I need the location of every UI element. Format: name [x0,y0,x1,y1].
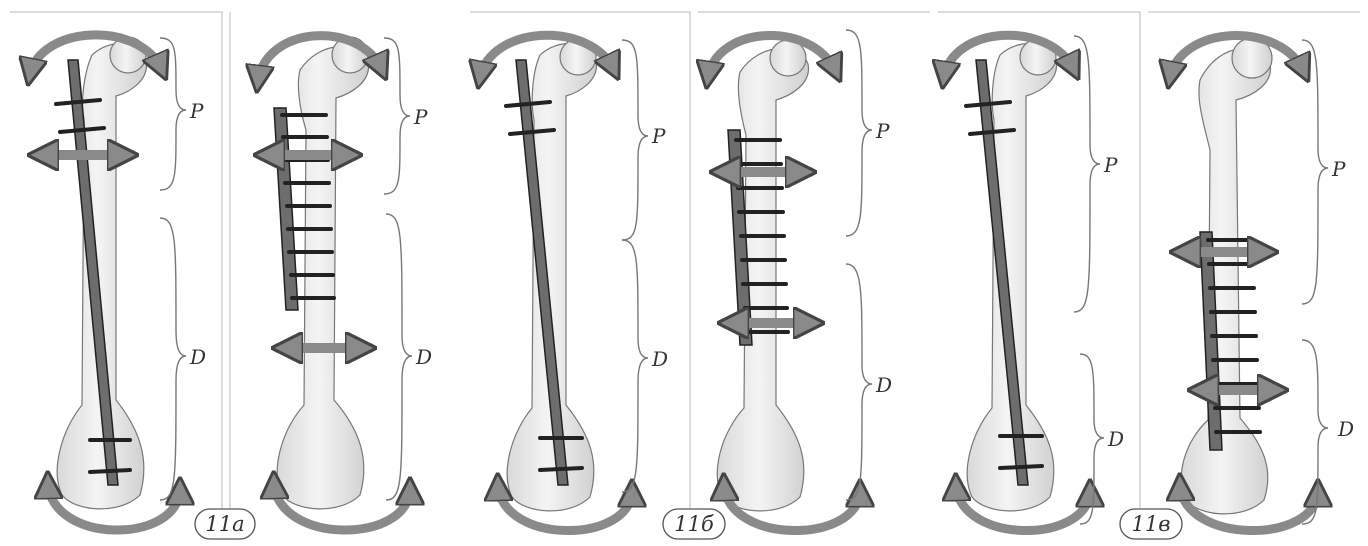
label-proximal: P [1331,157,1346,181]
label-proximal: P [875,119,890,143]
label-proximal: P [189,99,204,123]
brace-proximal [384,38,410,194]
panel-4: P D 11б [663,30,892,539]
label-distal: D [1337,417,1354,441]
figure-label: 11в [1132,512,1171,536]
brace-proximal [160,38,186,190]
brace-proximal [1302,40,1328,304]
panel-3: P D [480,35,668,530]
label-distal: D [651,347,668,371]
panel-6: P D 11в [1120,36,1354,539]
figure-label: 11б [674,512,714,536]
brace-distal [386,214,412,500]
femur [1181,48,1270,513]
label-proximal: P [651,124,666,148]
brace-proximal [1074,36,1100,312]
brace-distal [622,240,648,492]
label-proximal: P [1103,153,1118,177]
label-distal: D [415,345,432,369]
panel-2: P D 11a [195,36,432,539]
panel-5: P D [944,35,1124,530]
figure-label: 11a [205,512,244,536]
brace-proximal [846,30,872,236]
label-distal: D [1107,427,1124,451]
label-distal: D [875,373,892,397]
brace-proximal [622,40,648,240]
panel-1: P D [30,35,206,530]
label-proximal: P [413,105,428,129]
panel-frames [10,12,1360,540]
femur [717,48,808,511]
brace-distal [160,218,186,500]
brace-distal [846,264,872,500]
label-distal: D [189,345,206,369]
